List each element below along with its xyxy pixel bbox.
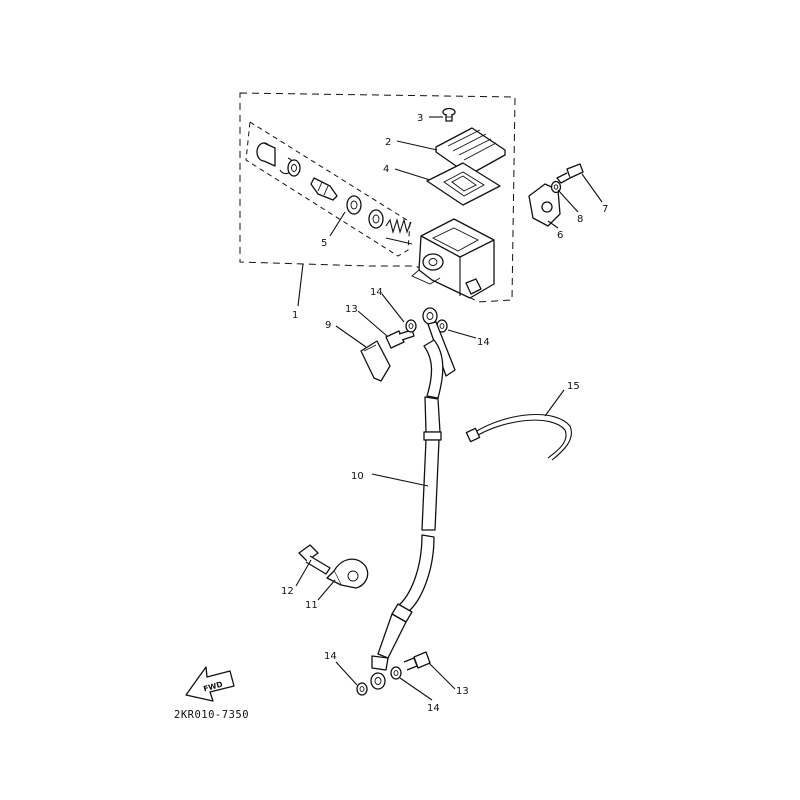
union-bolt-bottom	[403, 651, 431, 671]
piston-kit-boundary	[245, 121, 411, 257]
copper-washer-bottom-left	[356, 682, 368, 696]
brake-hose	[370, 307, 456, 690]
callout-7: 7	[602, 204, 608, 215]
callout-14-c: 14	[324, 651, 337, 662]
callout-12: 12	[281, 586, 294, 597]
lever-holder	[528, 183, 561, 227]
callout-9: 9	[325, 320, 331, 331]
leader-lines	[295, 116, 603, 701]
washer	[550, 180, 562, 194]
copper-washer-top-left	[405, 319, 417, 333]
cap-screw	[442, 107, 456, 122]
forward-arrow-icon	[185, 666, 235, 702]
assembly-boundary	[239, 92, 516, 303]
callout-13-top: 13	[345, 304, 358, 315]
callout-2: 2	[385, 137, 391, 148]
holder-bolt	[556, 163, 584, 184]
diaphragm	[426, 162, 501, 206]
callout-14-b: 14	[477, 337, 490, 348]
callout-13-bottom: 13	[456, 686, 469, 697]
hose-clamp	[326, 558, 369, 589]
union-bolt-top	[385, 329, 415, 349]
callout-14-d: 14	[427, 703, 440, 714]
clamp-band	[465, 413, 572, 461]
piston-kit	[256, 142, 413, 245]
cover	[360, 340, 391, 382]
callout-4: 4	[383, 164, 389, 175]
callout-15: 15	[567, 381, 580, 392]
callout-8: 8	[577, 214, 583, 225]
master-cylinder-body	[411, 218, 495, 299]
callout-10: 10	[351, 471, 364, 482]
drawing-code: 2KR010-7350	[174, 709, 249, 721]
copper-washer-bottom-right	[390, 666, 402, 680]
reservoir-cap	[435, 127, 506, 176]
callout-1: 1	[292, 310, 298, 321]
callout-5: 5	[321, 238, 327, 249]
callout-3: 3	[417, 113, 423, 124]
clamp-bolt	[298, 544, 331, 575]
callout-6: 6	[557, 230, 563, 241]
callout-11: 11	[305, 600, 318, 611]
callout-14-a: 14	[370, 287, 383, 298]
